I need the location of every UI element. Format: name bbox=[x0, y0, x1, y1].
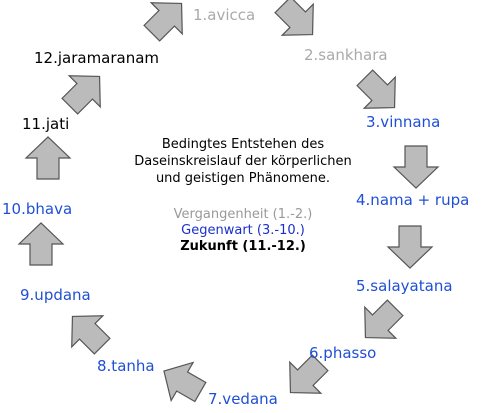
link-label-jaramaranam: 12.jaramaranam bbox=[34, 49, 160, 67]
cycle-arrow-shape bbox=[71, 315, 111, 355]
cycle-arrow-shape bbox=[274, 0, 314, 36]
cycle-arrow-9 bbox=[71, 315, 111, 355]
cycle-arrow-shape bbox=[289, 354, 329, 394]
cycle-arrow-12 bbox=[61, 75, 101, 115]
link-label-vinnana: 3.vinnana bbox=[366, 113, 441, 131]
link-label-salayatana: 5.salayatana bbox=[356, 277, 453, 295]
link-label-bhava: 10.bhava bbox=[2, 200, 73, 218]
link-label-phasso: 6.phasso bbox=[309, 344, 377, 362]
link-label-nama-rupa: 4.nama + rupa bbox=[356, 191, 470, 209]
cycle-arrow-2 bbox=[274, 0, 314, 36]
cycle-arrow-4 bbox=[392, 145, 440, 189]
link-label-vedana: 7.vedana bbox=[208, 390, 278, 408]
link-label-updana: 9.updana bbox=[20, 286, 91, 304]
cycle-arrow-5 bbox=[386, 225, 434, 269]
cycle-arrow-shape bbox=[392, 145, 440, 189]
legend-present: Gegenwart (3.-10.) bbox=[181, 223, 305, 238]
description-line-1: Bedingtes Entstehen des bbox=[161, 137, 325, 152]
link-label-jati: 11.jati bbox=[22, 115, 70, 133]
cycle-arrow-11 bbox=[24, 136, 72, 180]
cycle-arrow-shape bbox=[61, 75, 101, 115]
cycle-arrow-3 bbox=[356, 69, 396, 109]
cycle-arrow-7 bbox=[289, 354, 329, 394]
link-label-sankhara: 2.sankhara bbox=[304, 46, 388, 64]
cycle-arrow-shape bbox=[364, 299, 404, 339]
cycle-arrow-1 bbox=[143, 2, 183, 42]
legend-past: Vergangenheit (1.-2.) bbox=[173, 207, 313, 222]
link-label-avicca: 1.avicca bbox=[193, 6, 256, 24]
diagram-description: Bedingtes Entstehen des Daseinskreislauf… bbox=[118, 136, 368, 187]
cycle-arrow-shape bbox=[17, 222, 65, 266]
cycle-arrow-6 bbox=[364, 299, 404, 339]
legend-future: Zukunft (11.-12.) bbox=[180, 239, 306, 254]
cycle-arrow-8 bbox=[163, 361, 207, 403]
cycle-arrow-shape bbox=[356, 69, 396, 109]
description-line-3: und geistigen Phänomene. bbox=[155, 171, 331, 186]
cycle-arrow-10 bbox=[17, 222, 65, 266]
cycle-arrow-shape bbox=[24, 136, 72, 180]
cycle-arrow-shape bbox=[386, 225, 434, 269]
link-label-tanha: 8.tanha bbox=[97, 357, 155, 375]
description-line-2: Daseinskreislauf der körperlichen bbox=[134, 154, 352, 169]
cycle-arrow-shape bbox=[163, 361, 207, 403]
cycle-arrow-shape bbox=[143, 2, 183, 42]
